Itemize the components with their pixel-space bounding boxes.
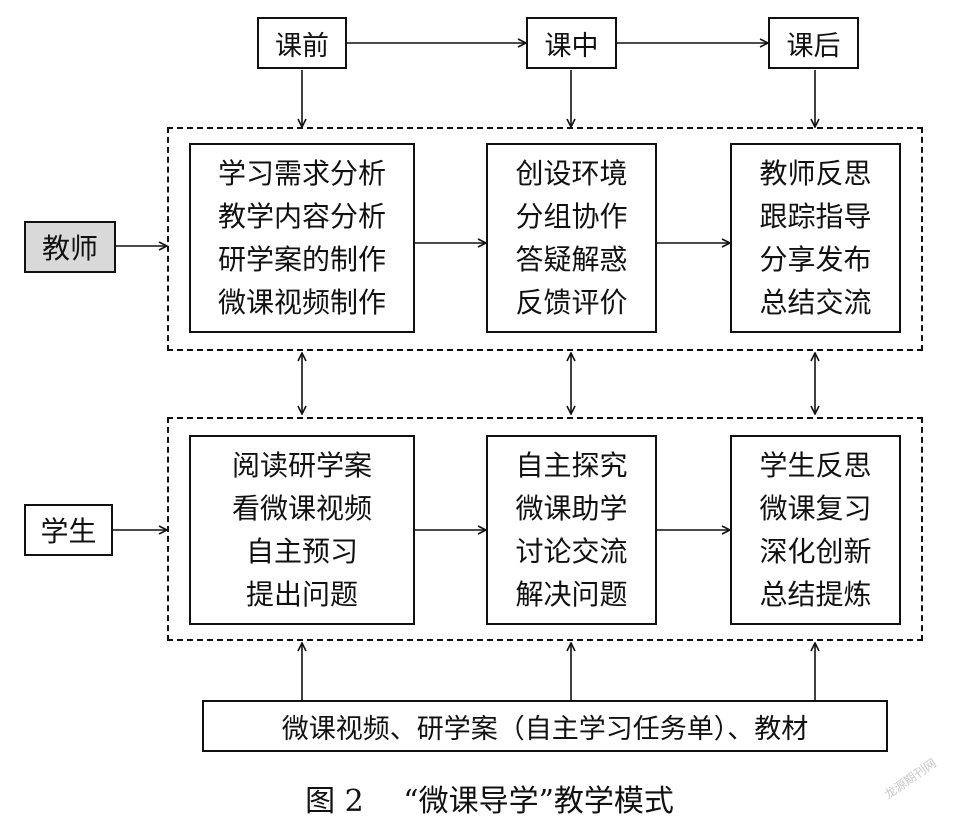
teacher-after-item: 跟踪指导	[759, 200, 872, 233]
teacher-after-box: 教师反思 跟踪指导 分享发布 总结交流	[730, 143, 901, 333]
role-student-label: 学生	[40, 515, 97, 548]
teacher-before-item: 微课视频制作	[217, 286, 386, 319]
teacher-during-item: 反馈评价	[515, 286, 628, 319]
teacher-during-box: 创设环境 分组协作 答疑解惑 反馈评价	[486, 143, 657, 333]
phase-during-label: 课中	[544, 30, 599, 62]
teacher-during-item: 创设环境	[515, 157, 628, 190]
student-during-item: 解决问题	[515, 578, 628, 611]
teacher-frame	[167, 127, 923, 351]
teacher-before-item: 教学内容分析	[217, 200, 386, 233]
teacher-during-item: 答疑解惑	[515, 243, 628, 276]
phase-during-box: 课中	[526, 17, 617, 69]
teacher-after-item: 分享发布	[759, 243, 872, 276]
teacher-after-item: 教师反思	[759, 157, 872, 190]
teacher-before-box: 学习需求分析 教学内容分析 研学案的制作 微课视频制作	[189, 143, 415, 333]
student-during-box: 自主探究 微课助学 讨论交流 解决问题	[486, 435, 657, 625]
student-after-item: 学生反思	[759, 449, 872, 482]
role-teacher-label: 教师	[41, 232, 98, 265]
materials-label: 微课视频、研学案（自主学习任务单）、教材	[281, 713, 809, 745]
student-after-item: 深化创新	[759, 535, 872, 568]
student-after-item: 微课复习	[759, 492, 872, 525]
student-after-box: 学生反思 微课复习 深化创新 总结提炼	[730, 435, 901, 625]
student-before-item: 自主预习	[245, 535, 358, 568]
figure-caption: 图 2 “微课导学”教学模式	[305, 784, 674, 819]
role-student-box: 学生	[24, 504, 113, 556]
teacher-after-item: 总结交流	[759, 286, 872, 319]
student-during-item: 讨论交流	[515, 535, 628, 568]
student-frame	[167, 417, 923, 641]
student-before-item: 看微课视频	[231, 492, 372, 525]
student-before-item: 阅读研学案	[231, 449, 372, 482]
teacher-before-item: 学习需求分析	[217, 157, 386, 190]
student-before-item: 提出问题	[245, 578, 358, 611]
phase-after-label: 课后	[786, 30, 841, 62]
role-teacher-box: 教师	[24, 221, 116, 273]
student-during-item: 自主探究	[515, 449, 628, 482]
teacher-before-item: 研学案的制作	[217, 243, 386, 276]
phase-after-box: 课后	[768, 17, 859, 69]
phase-before-box: 课前	[257, 17, 347, 69]
teacher-during-item: 分组协作	[515, 200, 628, 233]
student-during-item: 微课助学	[515, 492, 628, 525]
phase-before-label: 课前	[275, 30, 329, 62]
student-after-item: 总结提炼	[759, 578, 872, 611]
student-before-box: 阅读研学案 看微课视频 自主预习 提出问题	[189, 435, 415, 625]
materials-box: 微课视频、研学案（自主学习任务单）、教材	[202, 700, 888, 752]
